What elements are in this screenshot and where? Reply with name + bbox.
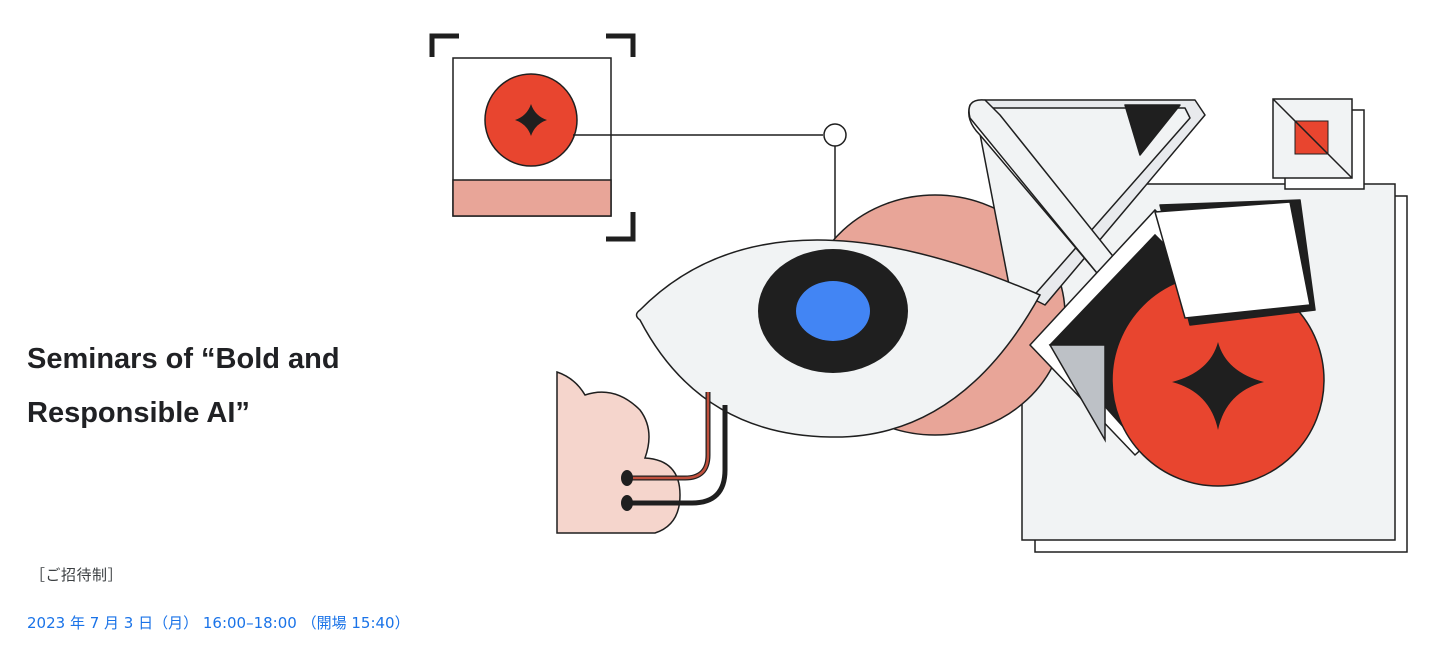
page-title: Seminars of “Bold and Responsible AI”	[27, 332, 427, 440]
connector-line	[573, 123, 847, 258]
eye-icon	[635, 239, 1042, 438]
invitation-label: ［ご招待制］	[30, 566, 124, 584]
page-title-line-2: Responsible AI”	[27, 397, 250, 429]
cloud-icon	[556, 370, 728, 534]
event-date-time: 2023 年 7 月 3 日（月） 16:00–18:00 （開場 15:40）	[27, 614, 410, 632]
tube-shape	[968, 99, 1206, 306]
cube-icon	[1154, 199, 1316, 326]
frame-bracket-icon	[429, 33, 636, 242]
small-square-icon	[1272, 98, 1365, 190]
photo-card	[452, 57, 612, 217]
hero-illustration	[429, 33, 1408, 553]
sparkle-icon	[1172, 342, 1264, 430]
page-title-line-1: Seminars of “Bold and	[27, 343, 340, 375]
sparkle-icon	[515, 104, 547, 136]
